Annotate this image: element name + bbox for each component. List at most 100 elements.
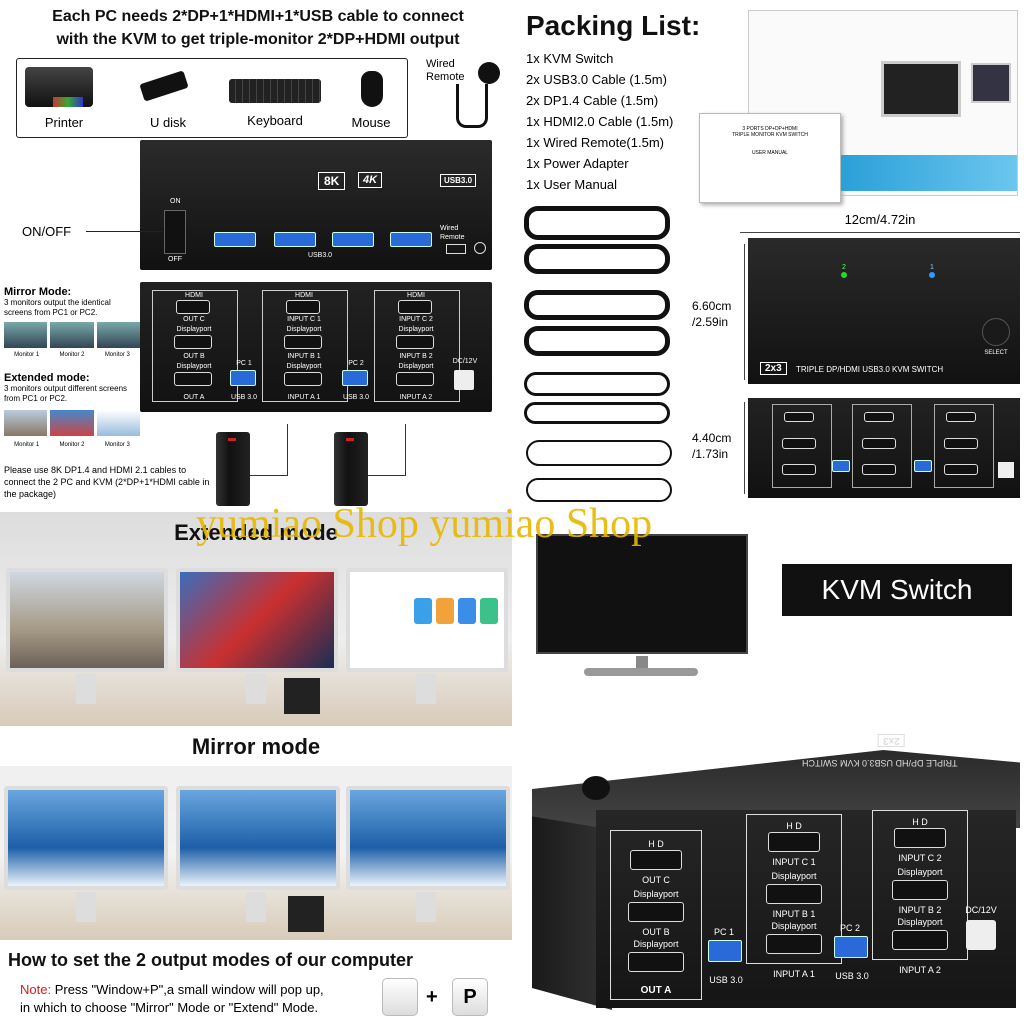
height-dimension-2: 4.40cm /1.73in xyxy=(692,431,732,461)
displayport-port xyxy=(862,438,896,449)
packing-list: 1x KVM Switch 2x USB3.0 Cable (1.5m) 2x … xyxy=(526,48,673,195)
displayport-port xyxy=(766,934,822,954)
usb-port xyxy=(214,232,256,247)
monitor-stand xyxy=(416,674,436,704)
top-label: TRIPLE DP/HD USB3.0 KVM SWITCH xyxy=(802,758,958,768)
out-c-label: OUT C xyxy=(183,316,205,323)
hdmi-label: HDMI xyxy=(185,292,203,299)
displayport-label: Displayport xyxy=(286,363,322,370)
extended-mode-title: Extended mode: xyxy=(4,372,90,384)
packing-item: 1x Power Adapter xyxy=(526,156,629,171)
kvm-device xyxy=(288,896,324,932)
heading-line-2: with the KVM to get triple-monitor 2*DP+… xyxy=(56,31,460,48)
remote-cable-icon xyxy=(526,440,672,466)
usb-port xyxy=(332,232,374,247)
input-c2-label: INPUT C 2 xyxy=(898,853,942,863)
displayport-port xyxy=(174,335,212,349)
manual-line: 3 PORTS DP+DP+HDMI xyxy=(742,126,798,132)
mirror-monitors xyxy=(4,322,140,348)
note-text: Press "Window+P",a small window will pop… xyxy=(51,982,324,997)
printer-paper-icon xyxy=(53,97,83,107)
pc1-label: PC 1 xyxy=(713,927,734,937)
displayport-port xyxy=(892,880,948,900)
select-label: SELECT xyxy=(984,350,1008,356)
extended-mode-title: Extended mode xyxy=(174,520,338,545)
tv-monitor xyxy=(536,534,748,654)
usb-label: USB 3.0 xyxy=(709,975,743,985)
top-badge: 2x3 xyxy=(878,734,905,747)
hdmi-port xyxy=(946,412,976,422)
usb-disk-icon xyxy=(139,70,189,102)
monitor-icon xyxy=(971,63,1011,103)
displayport-label: Displayport xyxy=(633,889,679,899)
note-label: Note: xyxy=(20,982,52,997)
wired-remote-port-label: Wired Remote xyxy=(440,225,465,241)
usb-port xyxy=(832,460,850,472)
packing-item: 1x KVM Switch xyxy=(526,51,614,66)
displayport-label: Displayport xyxy=(286,326,322,333)
select-button[interactable] xyxy=(582,776,610,800)
displayport-label: Displayport xyxy=(771,921,817,931)
pc1-label: PC 1 xyxy=(236,360,252,367)
onoff-leader-line xyxy=(86,231,162,232)
kvm-rear-view xyxy=(748,398,1020,498)
select-button[interactable] xyxy=(982,318,1010,346)
monitor-stand xyxy=(246,892,266,922)
displayport-port xyxy=(892,930,948,950)
remote-cable xyxy=(456,84,488,128)
displayport-port xyxy=(782,464,816,475)
kvm-rear-panel: HDMI OUT C Displayport OUT B Displayport… xyxy=(140,282,492,412)
height-line-1 xyxy=(744,244,745,380)
usb30-label: USB3.0 xyxy=(307,252,333,259)
dc-jack xyxy=(454,370,474,390)
displayport-port xyxy=(944,438,978,449)
led-blue xyxy=(929,272,935,278)
input-c1-label: INPUT C 1 xyxy=(772,857,816,867)
displayport-port xyxy=(628,952,684,972)
kvm-switch-label: KVM Switch xyxy=(782,564,1012,616)
monitor-label: Monitor 2 xyxy=(59,352,85,358)
packing-item: 2x USB3.0 Cable (1.5m) xyxy=(526,72,667,87)
monitor-label: Monitor 1 xyxy=(14,442,40,448)
dc-label: DC/12V xyxy=(452,358,478,365)
kvm-front-panel: 8K 4K USB3.0 USB3.0 Wired Remote xyxy=(140,140,492,270)
out-c-label: OUT C xyxy=(642,875,670,885)
badge-usb: USB3.0 xyxy=(440,174,477,187)
hdmi-label: HDMI xyxy=(407,292,425,299)
pc2-label: PC 2 xyxy=(839,923,860,933)
monitor-stand xyxy=(76,674,96,704)
power-switch[interactable] xyxy=(164,210,186,254)
remote-port xyxy=(446,244,466,254)
displayport-port xyxy=(284,372,322,386)
usb-port xyxy=(342,370,368,386)
usb-cable-icon xyxy=(524,402,670,424)
displayport-port xyxy=(628,902,684,922)
pc1-wires xyxy=(250,424,288,476)
windows-key xyxy=(382,978,418,1016)
kvm-rear-face: H D OUT C Displayport OUT B Displayport … xyxy=(596,810,1016,1008)
input-b2-label: INPUT B 2 xyxy=(399,353,433,360)
displayport-label: Displayport xyxy=(398,326,434,333)
hdmi-port xyxy=(894,828,946,848)
peripheral-label: Mouse xyxy=(351,115,391,130)
width-dimension: 12cm/4.72in xyxy=(844,212,916,227)
hdmi-cable-icon xyxy=(524,326,670,356)
displayport-port xyxy=(766,884,822,904)
displayport-label: Displayport xyxy=(176,326,212,333)
mirror-title-bar xyxy=(0,726,512,766)
remote-jack xyxy=(474,242,486,254)
packing-item: 2x DP1.4 Cable (1.5m) xyxy=(526,93,659,108)
cable-note: Please use 8K DP1.4 and HDMI 2.1 cables … xyxy=(4,465,210,499)
monitor-stand xyxy=(246,674,266,704)
monitor-stand xyxy=(76,892,96,922)
hd-label: H D xyxy=(786,821,802,831)
displayport-label: Displayport xyxy=(176,363,212,370)
dp-cable-icon xyxy=(524,206,670,240)
pc2-label: PC 2 xyxy=(348,360,364,367)
input-b1-label: INPUT B 1 xyxy=(287,353,321,360)
input-a2-label: INPUT A 2 xyxy=(899,965,941,975)
monitor-icon xyxy=(881,61,961,117)
plus-sign: + xyxy=(426,986,438,1008)
